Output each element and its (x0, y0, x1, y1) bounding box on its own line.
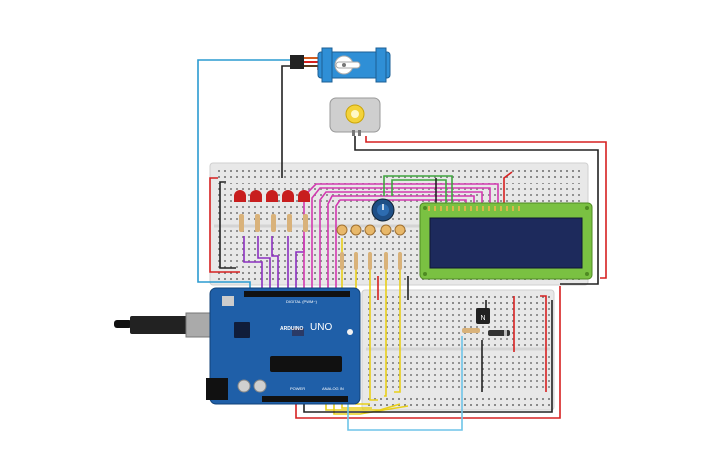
arduino-brand: ARDUINO (280, 326, 303, 332)
led-resistors[interactable] (239, 214, 308, 232)
transistor[interactable]: N (476, 308, 490, 324)
led-red (250, 190, 262, 202)
photoresistor-resistors[interactable] (340, 252, 402, 270)
arduino-header-digital: DIGITAL (PWM~) (286, 299, 318, 304)
arduino-uno[interactable]: DIGITAL (PWM~) ARDUINO UNO POWER ANALOG … (206, 287, 361, 405)
wire-red-bottom (295, 286, 561, 419)
photoresistors[interactable] (336, 224, 406, 236)
lcd-display[interactable] (419, 202, 593, 280)
diode[interactable] (488, 330, 510, 336)
arduino-model: UNO (310, 322, 332, 333)
leds[interactable] (234, 190, 310, 202)
svg-text:N: N (480, 315, 485, 322)
wire-red-left (209, 177, 240, 273)
wire-blue-servo (197, 59, 300, 292)
transistor-resistor[interactable] (462, 328, 480, 333)
arduino-header-analog: ANALOG IN (322, 386, 344, 391)
wire-red-motor (365, 136, 607, 279)
servo-motor[interactable] (290, 47, 391, 83)
arduino-header-power: POWER (290, 386, 305, 391)
wire-lightblue (347, 336, 463, 431)
led-red (234, 190, 246, 202)
dc-motor[interactable] (329, 97, 381, 136)
led-red (266, 190, 278, 202)
wires (197, 59, 607, 431)
potentiometer[interactable] (371, 198, 395, 222)
led-red (298, 190, 310, 202)
bottom-breadboard[interactable] (361, 289, 555, 411)
wire-black-bottom (303, 300, 553, 413)
led-red (282, 190, 294, 202)
wire-black-servo (281, 65, 300, 178)
usb-cable[interactable] (114, 312, 211, 338)
wire-black-motor (354, 136, 599, 285)
wire-black-left (219, 181, 236, 269)
